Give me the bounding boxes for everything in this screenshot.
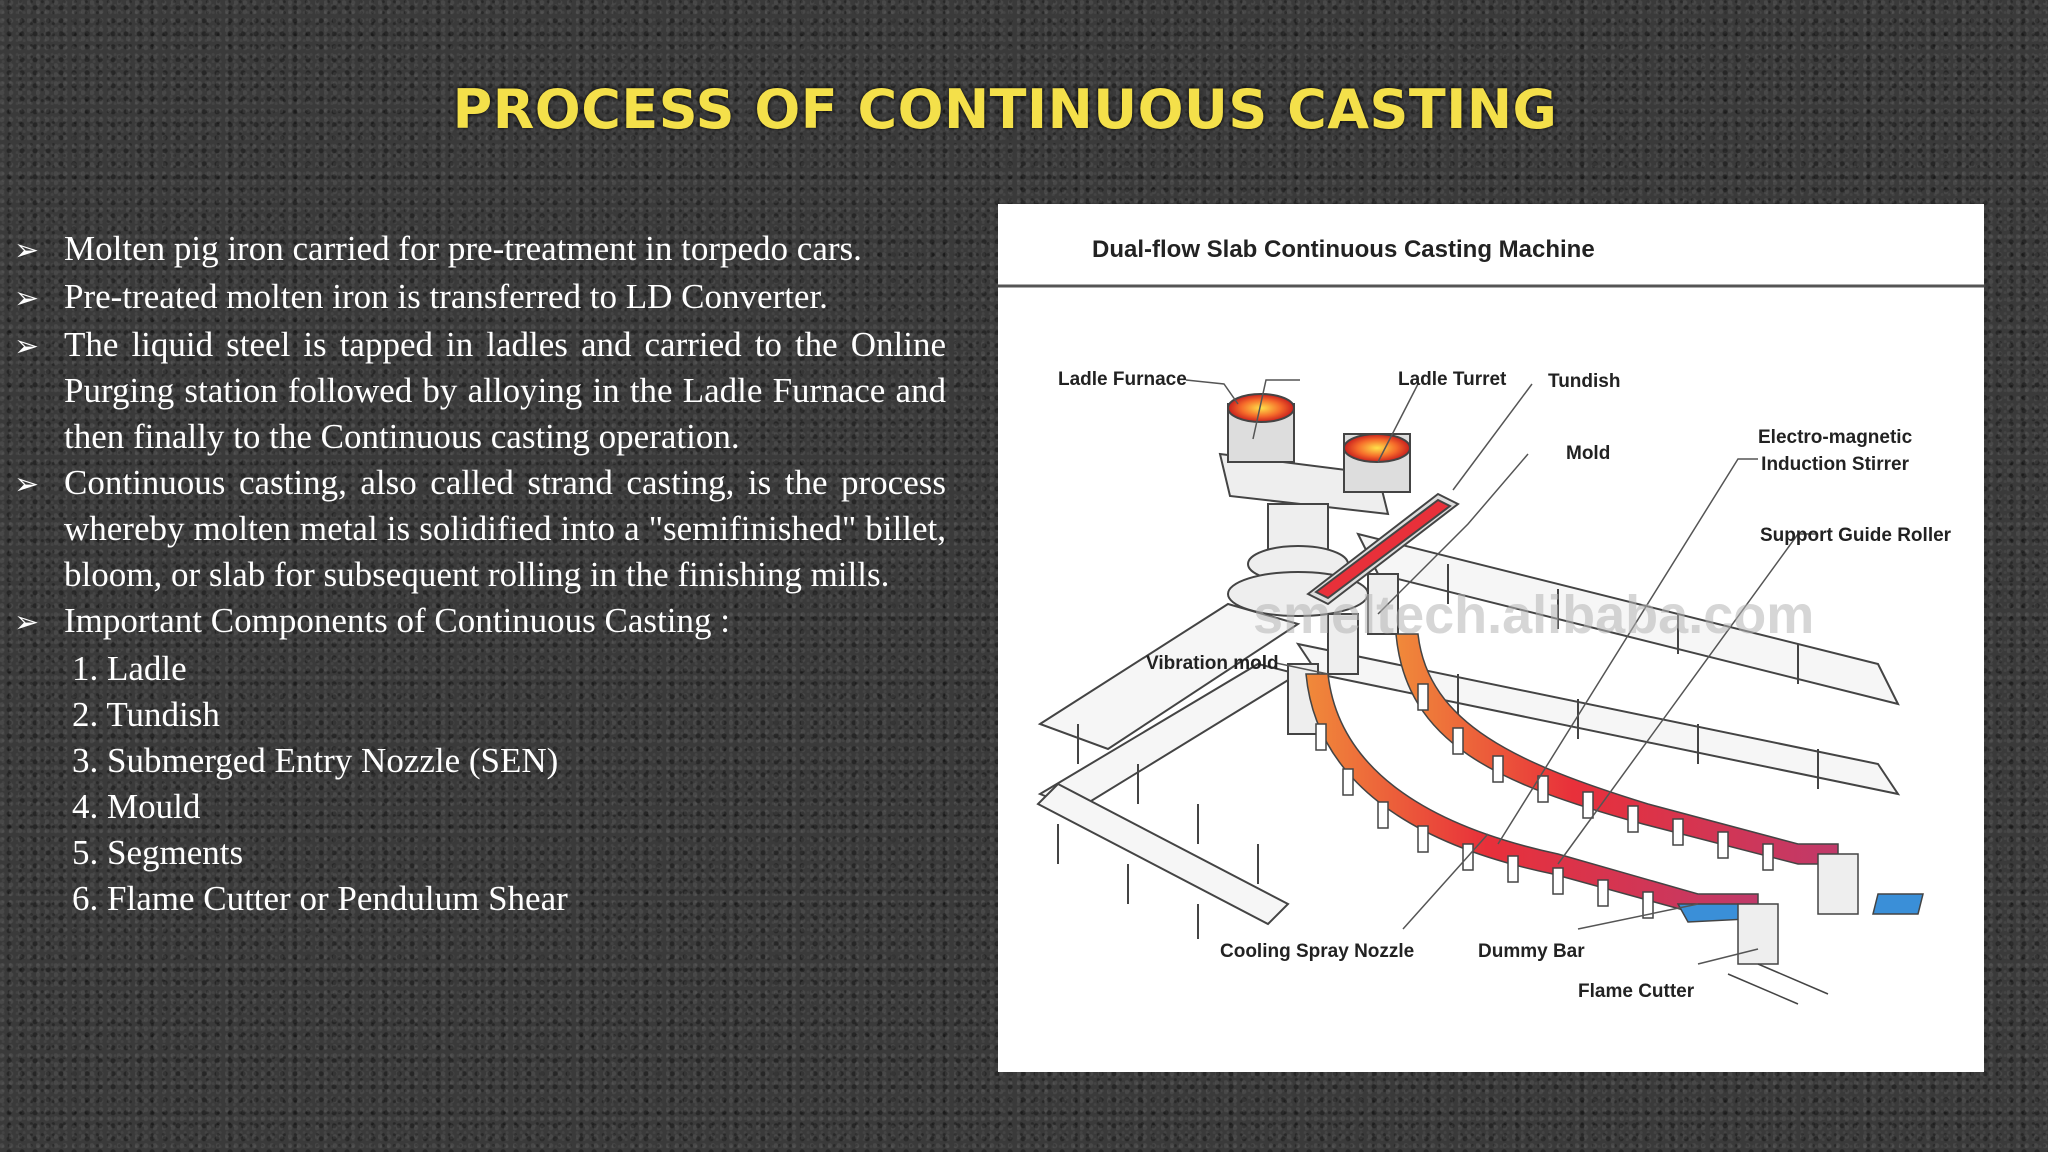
label-emis: Electro-magnetic Induction Stirrer <box>1758 424 1912 478</box>
component-item: 3. Submerged Entry Nozzle (SEN) <box>72 741 559 780</box>
bullet-item: ➢ Molten pig iron carried for pre-treatm… <box>14 226 946 274</box>
label-tundish: Tundish <box>1548 371 1621 392</box>
arrow-bullet-icon: ➢ <box>14 234 40 267</box>
bullet-item: ➢ Pre-treated molten iron is transferred… <box>14 274 946 322</box>
bullet-text: Important Components of Continuous Casti… <box>64 601 730 640</box>
label-support-guide-roller: Support Guide Roller <box>1760 525 1952 546</box>
component-item: 4. Mould <box>72 787 201 826</box>
bullet-text: The liquid steel is tapped in ladles and… <box>64 325 946 456</box>
arrow-bullet-icon: ➢ <box>14 330 40 363</box>
bullet-text: Pre-treated molten iron is transferred t… <box>64 277 828 316</box>
slide-title: PROCESS OF CONTINUOUS CASTING <box>452 78 1558 141</box>
bullet-text: Continuous casting, also called strand c… <box>64 463 946 594</box>
watermark: smeltech.alibaba.com <box>1253 585 1815 645</box>
tundish <box>1306 492 1460 606</box>
strands <box>1305 633 1839 919</box>
label-emis-line2: Induction Stirrer <box>1761 454 1909 475</box>
component-item: 6. Flame Cutter or Pendulum Shear <box>72 879 568 918</box>
platform-frame <box>1036 532 1901 939</box>
bullet-text: Molten pig iron carried for pre-treatmen… <box>64 229 862 268</box>
casting-machine-drawing <box>998 284 1984 1005</box>
bullet-item: ➢ Continuous casting, also called strand… <box>14 460 946 598</box>
bullet-item: ➢ The liquid steel is tapped in ladles a… <box>14 322 946 460</box>
label-emis-line1: Electro-magnetic <box>1758 427 1913 448</box>
label-mold: Mold <box>1566 443 1611 464</box>
flame-cutter <box>1727 853 1859 1005</box>
label-cooling-spray-nozzle: Cooling Spray Nozzle <box>1220 941 1415 962</box>
casting-machine-figure: Dual-flow Slab Continuous Casting Machin… <box>998 204 1984 1072</box>
component-item: 5. Segments <box>72 833 244 872</box>
component-item: 2. Tundish <box>72 695 220 734</box>
label-vibration-mold: Vibration mold <box>1146 653 1279 674</box>
content-text: ➢ Molten pig iron carried for pre-treatm… <box>14 226 946 922</box>
leader-lines <box>1185 379 1818 965</box>
dummy-bar <box>1676 893 1924 923</box>
arrow-bullet-icon: ➢ <box>14 468 40 501</box>
label-dummy-bar: Dummy Bar <box>1478 941 1585 962</box>
arrow-bullet-icon: ➢ <box>14 606 40 639</box>
component-item: 1. Ladle <box>72 649 187 688</box>
label-ladle-turret: Ladle Turret <box>1398 369 1507 390</box>
label-flame-cutter: Flame Cutter <box>1578 981 1695 1002</box>
figure-title: Dual-flow Slab Continuous Casting Machin… <box>1092 236 1595 263</box>
label-ladle-furnace: Ladle Furnace <box>1058 369 1187 390</box>
bullet-item: ➢ Important Components of Continuous Cas… <box>14 598 946 646</box>
ladles <box>1227 393 1411 493</box>
arrow-bullet-icon: ➢ <box>14 282 40 315</box>
